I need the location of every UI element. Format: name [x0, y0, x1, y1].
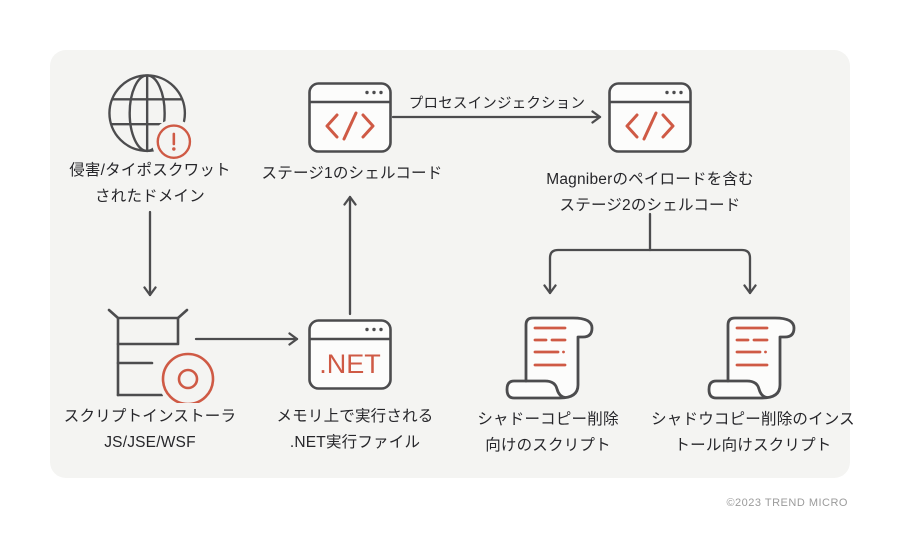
stage2-label-line2: ステージ2のシェルコード — [559, 197, 741, 214]
script-installer-label: スクリプトインストーラ JS/JSE/WSF — [35, 404, 265, 456]
script1-label-line1: シャドーコピー削除 — [477, 411, 619, 428]
dotnet-label-line2: .NET実行ファイル — [289, 434, 421, 451]
stage2-shellcode-label: Magniberのペイロードを含む ステージ2のシェルコード — [535, 167, 765, 219]
domain-label-line2: されたドメイン — [95, 188, 205, 205]
arrow-stage2-to-script1 — [543, 248, 652, 295]
script-lines — [735, 326, 769, 367]
stage1-label-line1: ステージ1のシェルコード — [261, 165, 443, 182]
shadow-copy-delete-script-icon — [505, 316, 594, 400]
domain-label-line1: 侵害/タイポスクワット — [69, 162, 231, 179]
dotnet-executable-icon: .NET — [308, 319, 392, 390]
script2-label-line2: トール向けスクリプト — [674, 437, 832, 454]
code-icon — [625, 111, 675, 141]
dotnet-label: .NET — [319, 349, 381, 379]
copyright-text: ©2023 TREND MICRO — [726, 497, 848, 509]
alert-icon — [156, 124, 192, 159]
installer-label-line2: JS/JSE/WSF — [104, 434, 196, 451]
arrow-stage2-to-script2 — [648, 248, 757, 295]
stage2-label-line1: Magniberのペイロードを含む — [546, 171, 754, 188]
window-dots — [365, 90, 383, 95]
script1-label-line2: 向けのスクリプト — [485, 437, 611, 454]
script-lines — [533, 326, 567, 367]
stage2-shellcode-icon — [608, 82, 692, 153]
script-installer-icon — [107, 308, 218, 403]
dotnet-label-line1: メモリ上で実行される — [276, 408, 434, 425]
shadow-copy-delete-script-label: シャドーコピー削除 向けのスクリプト — [438, 407, 658, 459]
window-dots — [665, 90, 683, 95]
compromised-domain-icon — [108, 74, 195, 161]
stage1-shellcode-label: ステージ1のシェルコード — [242, 161, 462, 187]
stage1-shellcode-icon — [308, 82, 392, 153]
disc-icon — [161, 352, 215, 403]
shadow-copy-delete-installer-script-label: シャドウコピー削除のインス トール向けスクリプト — [628, 407, 878, 459]
script2-label-line1: シャドウコピー削除のインス — [651, 411, 855, 428]
disc-mask — [158, 349, 218, 403]
shadow-copy-delete-installer-script-icon — [707, 316, 796, 400]
code-icon — [325, 111, 375, 141]
window-dots — [365, 327, 383, 332]
installer-label-line1: スクリプトインストーラ — [63, 408, 237, 425]
domain-label: 侵害/タイポスクワット されたドメイン — [35, 158, 265, 210]
dotnet-executable-label: メモリ上で実行される .NET実行ファイル — [245, 404, 465, 456]
process-injection-label: プロセスインジェクション — [408, 96, 586, 112]
